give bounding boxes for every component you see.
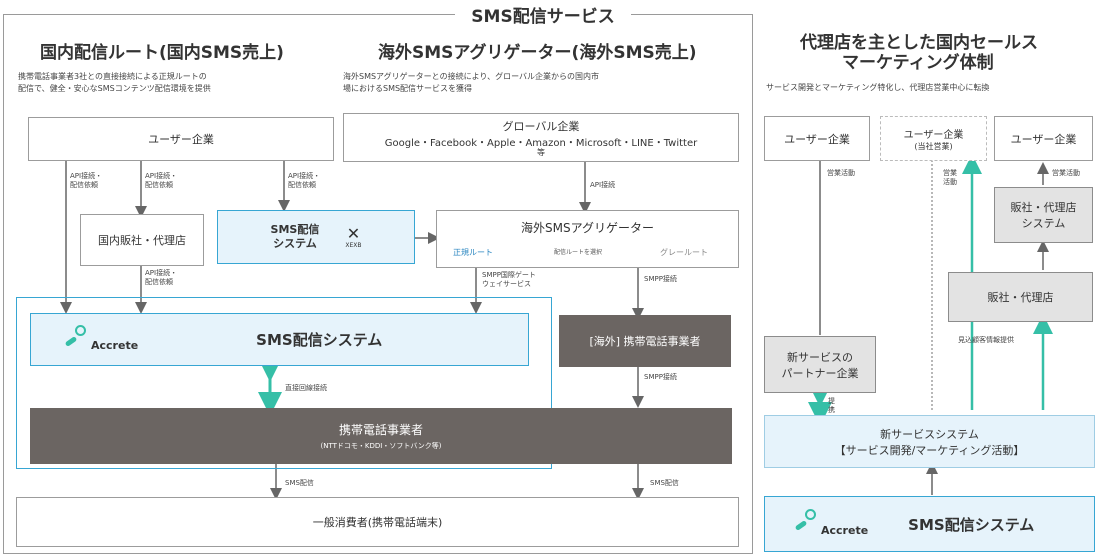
- edge-label-api-3b: 配信依頼: [288, 181, 316, 189]
- user-own-label-1: ユーザー企業: [903, 129, 964, 141]
- carrier-box: 携帯電話事業者 (NTTドコモ・KDDI・ソフトバンク等): [30, 408, 732, 464]
- partner-label-2: パートナー企業: [781, 366, 859, 380]
- edge-label-api-4b: 配信依頼: [145, 278, 173, 286]
- dealer-system-box: 販社・代理店 システム: [994, 187, 1093, 243]
- domestic-desc-2: 配信で、健全・安心なSMSコンテンツ配信環境を提供: [18, 84, 211, 93]
- accrete-scope-frame: [16, 297, 552, 469]
- partner-label-1: 新サービスの: [787, 350, 853, 364]
- partner-box: 新サービスの パートナー企業: [764, 336, 876, 393]
- edge-label-smpp-2: SMPP接続: [644, 373, 677, 381]
- agency-title-1: 代理店を主とした国内セールス: [800, 33, 1038, 53]
- right-accrete-logo-icon: [794, 509, 821, 539]
- edge-label-offer-1: 提: [828, 397, 835, 405]
- agency-title-2: マーケティング体制: [842, 53, 994, 73]
- legit-route-label: 正規ルート: [453, 248, 493, 257]
- right-sms-system-label: SMS配信システム: [908, 515, 1035, 534]
- edge-label-sms-send-1: SMS配信: [285, 479, 314, 487]
- global-company-label: グローバル企業: [502, 120, 580, 133]
- accrete-sms-system-box: Accrete SMS配信システム: [30, 313, 529, 366]
- sms-system-small-label-1: SMS配信: [270, 223, 320, 236]
- domestic-desc-1: 携帯電話事業者3社との直接接続による正規ルートの: [18, 72, 207, 81]
- edge-label-direct-line: 直接回線接続: [285, 384, 327, 392]
- xexb-logo-icon: ✕: [346, 223, 361, 243]
- edge-label-smpp-1: SMPP接続: [644, 275, 677, 283]
- sms-system-small-label-2: システム: [273, 237, 317, 250]
- edge-label-api-1a: API接続・: [70, 172, 103, 180]
- edge-label-api-1b: 配信依頼: [70, 181, 98, 189]
- edge-label-api-3a: API接続・: [288, 172, 321, 180]
- xexb-logo-text: XEXB: [345, 241, 362, 249]
- new-service-label-1: 新サービスシステム: [880, 427, 979, 441]
- consumer-box: 一般消費者(携帯電話端末): [16, 497, 739, 547]
- carrier-label: 携帯電話事業者: [338, 423, 423, 437]
- user-company-box: ユーザー企業: [28, 117, 334, 161]
- sms-system-main-label: SMS配信システム: [256, 331, 383, 349]
- edge-label-api-4a: API接続・: [145, 269, 178, 277]
- global-company-box: グローバル企業 Google・Facebook・Apple・Amazon・Mic…: [343, 113, 739, 162]
- overseas-desc-1: 海外SMSアグリゲーターとの接続により、グローバル企業からの国内市: [343, 72, 600, 81]
- grey-route-label: グレールート: [660, 248, 708, 257]
- edge-label-api-conn: API接続: [590, 181, 616, 189]
- overseas-carrier-box: [海外] 携帯電話事業者: [559, 315, 731, 367]
- overseas-desc-2: 場におけるSMS配信サービスを獲得: [343, 84, 473, 93]
- edge-label-api-2a: API接続・: [145, 172, 178, 180]
- new-service-label-2: 【サービス開発/マーケティング活動】: [834, 443, 1025, 457]
- edge-label-sales-1: 営業活動: [827, 169, 855, 177]
- edge-label-smpp-gw-2: ウェイサービス: [482, 280, 531, 288]
- dealer-box: 販社・代理店: [948, 272, 1093, 322]
- edge-label-sales-3: 営業活動: [1052, 169, 1080, 177]
- dealer-system-label-1: 販社・代理店: [1010, 201, 1077, 214]
- domestic-title: 国内配信ルート(国内SMS売上): [40, 43, 284, 63]
- aggregator-label: 海外SMSアグリゲーター: [521, 221, 654, 235]
- right-user-company-box-3: ユーザー企業: [994, 116, 1093, 161]
- edge-label-sales-2a: 営業: [943, 169, 957, 177]
- edge-label-offer-2: 携: [828, 406, 835, 414]
- dealer-system-label-2: システム: [1021, 217, 1066, 230]
- aggregator-box: 海外SMSアグリゲーター: [436, 210, 739, 268]
- edge-label-api-2b: 配信依頼: [145, 181, 173, 189]
- overseas-title: 海外SMSアグリゲーター(海外SMS売上): [378, 43, 697, 63]
- global-company-list: Google・Facebook・Apple・Amazon・Microsoft・L…: [384, 138, 698, 149]
- accrete-logo-text: Accrete: [91, 339, 139, 352]
- edge-label-lead-info: 見込顧客情報提供: [958, 336, 1014, 344]
- service-title: SMS配信サービス: [455, 6, 631, 28]
- user-own-label-2: (当社営業): [914, 141, 953, 151]
- global-company-etc: 等: [537, 148, 545, 157]
- agency-desc: サービス開発とマーケティング特化し、代理店営業中心に転換: [766, 83, 990, 92]
- edge-label-sales-2b: 活動: [943, 178, 957, 186]
- select-route-label: 配信ルートを選択: [552, 247, 605, 256]
- carrier-sub-label: (NTTドコモ・KDDI・ソフトバンク等): [320, 442, 442, 450]
- accrete-logo-icon: [64, 324, 91, 355]
- edge-label-smpp-gw-1: SMPP国際ゲート: [482, 271, 536, 279]
- domestic-agency-box: 国内販社・代理店: [80, 214, 204, 266]
- right-user-company-own-box: ユーザー企業 (当社営業): [880, 116, 987, 161]
- sms-service-frame: [3, 14, 753, 554]
- edge-label-sms-send-2: SMS配信: [650, 479, 679, 487]
- sms-system-small-box: SMS配信 システム ✕ XEXB: [217, 210, 415, 264]
- right-user-company-box-1: ユーザー企業: [764, 116, 870, 161]
- new-service-system-box: 新サービスシステム 【サービス開発/マーケティング活動】: [764, 415, 1095, 468]
- right-accrete-logo-text: Accrete: [821, 523, 869, 537]
- right-accrete-sms-system-box: Accrete SMS配信システム: [764, 496, 1095, 552]
